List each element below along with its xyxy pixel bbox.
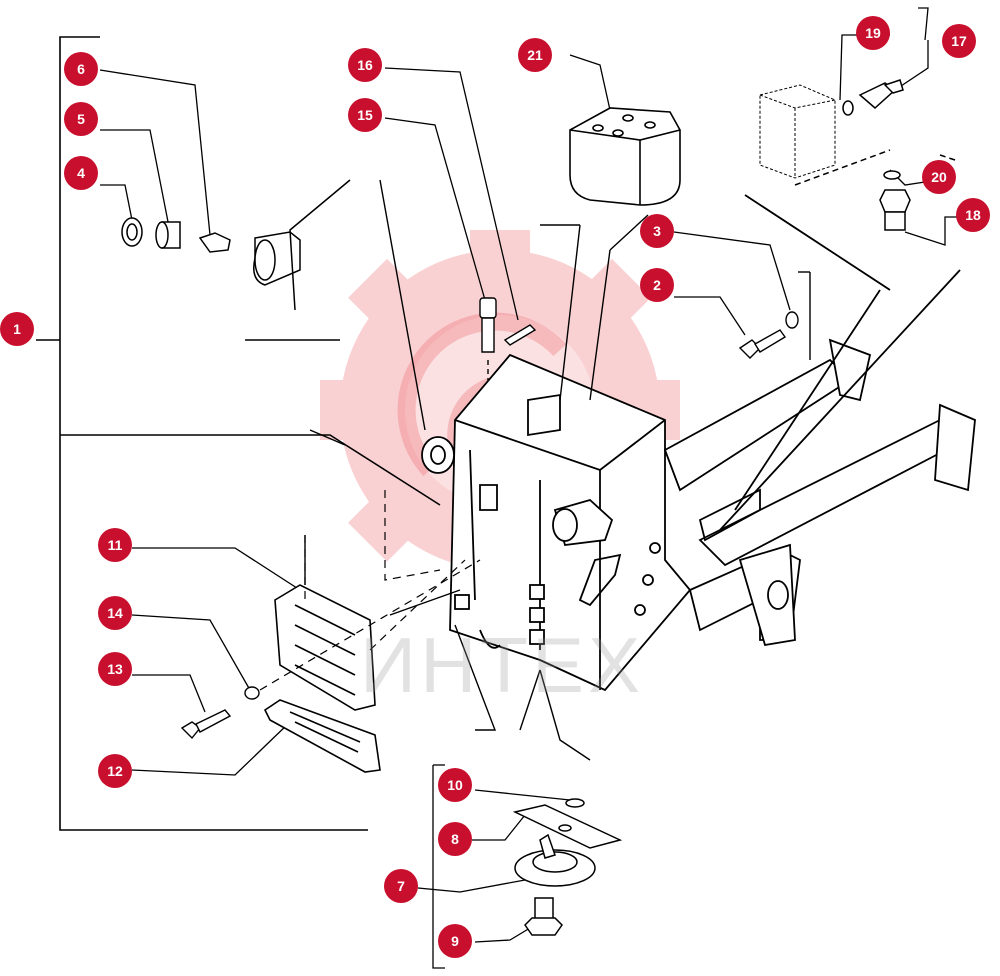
callout-2[interactable]: 2 — [640, 268, 674, 302]
callout-10[interactable]: 10 — [438, 768, 472, 802]
callout-14[interactable]: 14 — [98, 596, 132, 630]
block-part-21 — [569, 107, 681, 206]
frame-body — [421, 353, 692, 692]
callout-8[interactable]: 8 — [438, 822, 472, 856]
callout-12[interactable]: 12 — [98, 754, 132, 788]
plug-18 — [879, 170, 911, 231]
callout-9[interactable]: 9 — [438, 924, 472, 958]
watermark-text: ИНТЕХ — [360, 621, 645, 709]
pin-16 — [503, 324, 537, 346]
bushing-parts — [121, 179, 351, 311]
callout-7[interactable]: 7 — [384, 869, 418, 903]
callout-18[interactable]: 18 — [956, 198, 990, 232]
callout-4[interactable]: 4 — [64, 156, 98, 190]
group-bracket-1 — [36, 36, 441, 831]
callout-16[interactable]: 16 — [348, 48, 382, 82]
aux-lines — [245, 179, 811, 761]
bolt-13 — [180, 686, 260, 740]
callout-15[interactable]: 15 — [348, 98, 382, 132]
callout-3[interactable]: 3 — [640, 214, 674, 248]
callout-5[interactable]: 5 — [64, 102, 98, 136]
callout-11[interactable]: 11 — [98, 528, 132, 562]
leader-lines — [99, 7, 958, 969]
bolt-2 — [738, 311, 799, 359]
boom-arms — [663, 194, 976, 647]
callout-20[interactable]: 20 — [922, 160, 956, 194]
callout-1[interactable]: 1 — [0, 312, 34, 346]
fitting-17 — [842, 79, 904, 116]
callout-17[interactable]: 17 — [942, 24, 976, 58]
dashed-cube — [759, 84, 956, 186]
grille-11 — [274, 584, 376, 711]
plate-12 — [263, 699, 381, 773]
callout-6[interactable]: 6 — [64, 52, 98, 86]
callout-21[interactable]: 21 — [518, 38, 552, 72]
bottom-parts — [512, 798, 623, 936]
callout-13[interactable]: 13 — [98, 652, 132, 686]
callout-19[interactable]: 19 — [856, 16, 890, 50]
